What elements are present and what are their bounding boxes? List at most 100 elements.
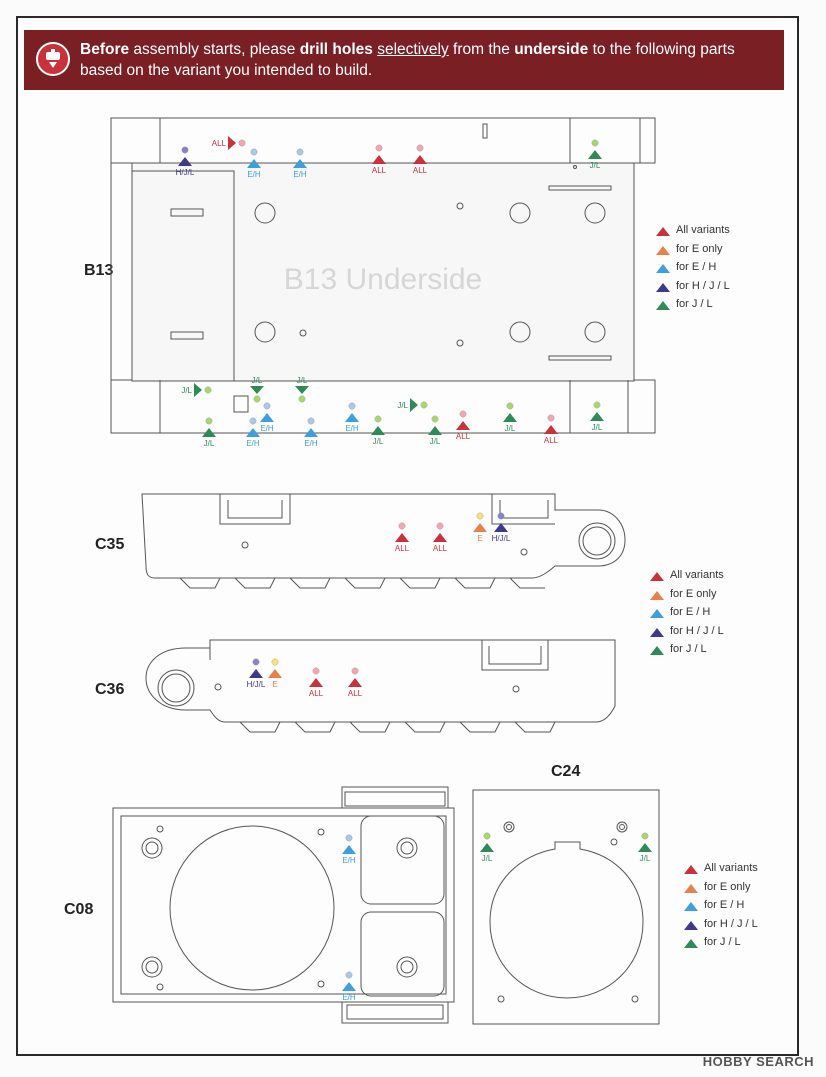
drill-hole-dot [296, 148, 304, 156]
drill-marker-all: ALL [413, 144, 428, 175]
drill-hole-dot [250, 148, 258, 156]
drill-marker-label: E [477, 534, 482, 543]
drill-marker-eh: E/H [342, 834, 356, 865]
drill-marker-eh: E/H [246, 417, 260, 448]
drill-marker-all: ALL [309, 667, 324, 698]
legend-eh-icon [656, 264, 670, 273]
part-label-c24: C24 [551, 763, 581, 780]
drill-marker-label: J/L [505, 424, 516, 433]
drill-marker-triangle [413, 155, 427, 164]
drill-marker-label: ALL [309, 689, 324, 698]
legend-hjl-icon [650, 627, 664, 637]
drill-marker-jl: J/L [588, 139, 602, 170]
drill-hole-dot [351, 667, 359, 675]
legend-label: for E only [704, 880, 751, 893]
drill-marker-label: E/H [293, 170, 307, 179]
drill-marker-label: E/H [304, 439, 318, 448]
drill-marker-e: E [473, 512, 487, 543]
drill-marker-label: J/L [640, 854, 651, 863]
drill-marker-label: H/J/L [492, 534, 511, 543]
drill-hole-dot [348, 402, 356, 410]
legend-jl-icon [656, 301, 670, 310]
c36-side-diagram [145, 639, 616, 733]
drill-hole-dot [345, 971, 353, 979]
drill-marker-triangle [433, 533, 447, 542]
legend-label: for H / J / L [670, 624, 724, 637]
drill-hole-dot [238, 139, 246, 147]
drill-hole-dot [420, 401, 428, 409]
drill-marker-label: ALL [544, 436, 559, 445]
legend-e-icon [684, 883, 698, 893]
drill-hole-dot [431, 415, 439, 423]
legend-jl-icon [650, 646, 664, 655]
c24-diagram [472, 789, 660, 1025]
legend-label: All variants [704, 862, 758, 874]
drill-hole-dot [181, 146, 189, 154]
drill-hole-dot [416, 144, 424, 152]
drill-marker-label: ALL [348, 689, 363, 698]
drill-marker-label: ALL [395, 544, 410, 553]
drill-marker-label: E [272, 680, 277, 689]
drill-marker-triangle [246, 428, 260, 437]
drill-marker-triangle [480, 843, 494, 852]
drill-marker-triangle [456, 421, 470, 430]
drill-hole-dot [591, 139, 599, 147]
b13-underside-label: B13 Underside [284, 263, 482, 296]
drill-hole-dot [312, 667, 320, 675]
drill-marker-triangle [588, 150, 602, 159]
drill-marker-triangle [342, 845, 356, 854]
drill-marker-jl: J/L [202, 417, 216, 448]
drill-marker-triangle [410, 398, 418, 412]
drill-marker-jl: J/L [503, 402, 517, 433]
drill-marker-triangle [194, 383, 202, 397]
drill-hole-dot [506, 402, 514, 410]
drill-marker-all: ALL [544, 414, 559, 445]
drill-marker-triangle [473, 523, 487, 532]
drill-marker-triangle [544, 425, 558, 434]
legend-label: for H / J / L [704, 917, 758, 930]
legend-hjl-icon [656, 282, 670, 292]
drill-marker-label: J/L [297, 376, 308, 385]
c08-diagram [112, 786, 455, 1024]
warning-banner: Before assembly starts, please drill hol… [24, 30, 784, 90]
legend-e-icon [650, 590, 664, 600]
drill-marker-label: J/L [482, 854, 493, 863]
drill-marker-jl: J/L [638, 832, 652, 863]
drill-marker-label: E/H [342, 856, 356, 865]
legend-all-icon [684, 865, 698, 874]
drill-marker-label: J/L [181, 386, 192, 395]
legend-all-icon [656, 227, 670, 236]
drill-marker-jl: J/L [371, 415, 385, 446]
drill-marker-jl: J/L [181, 383, 212, 397]
drill-marker-label: ALL [456, 432, 471, 441]
drill-marker-jl: J/L [295, 376, 309, 403]
banner-text: Before assembly starts, please drill hol… [80, 41, 735, 79]
watermark-logo: HOBBY SEARCH [702, 1054, 814, 1069]
drill-hole-dot [298, 395, 306, 403]
drill-marker-label: J/L [592, 423, 603, 432]
drill-marker-triangle [428, 426, 442, 435]
legend-label: for E only [676, 242, 723, 255]
drill-marker-triangle [293, 159, 307, 168]
legend-label: for E / H [670, 606, 711, 618]
drill-marker-eh: E/H [304, 417, 318, 448]
drill-warning-icon [36, 42, 70, 76]
legend-all-icon [650, 572, 664, 581]
legend-label: All variants [670, 569, 724, 581]
drill-marker-triangle [503, 413, 517, 422]
drill-marker-triangle [178, 157, 192, 166]
legend-eh-icon [650, 609, 664, 618]
drill-marker-triangle [268, 669, 282, 678]
drill-marker-triangle [250, 386, 264, 394]
drill-marker-eh: E/H [345, 402, 359, 433]
drill-marker-triangle [295, 386, 309, 394]
legend-eh-icon [684, 902, 698, 911]
drill-marker-triangle [590, 412, 604, 421]
drill-hole-dot [593, 401, 601, 409]
drill-hole-dot [307, 417, 315, 425]
drill-marker-triangle [260, 413, 274, 422]
drill-markers: H/J/L E/H E/H ALL ALL J/L ALL J/L J/L J/L J/L J/L E/… [176, 136, 652, 1002]
drill-marker-all: ALL [212, 136, 246, 150]
c35-side-diagram [141, 493, 626, 589]
